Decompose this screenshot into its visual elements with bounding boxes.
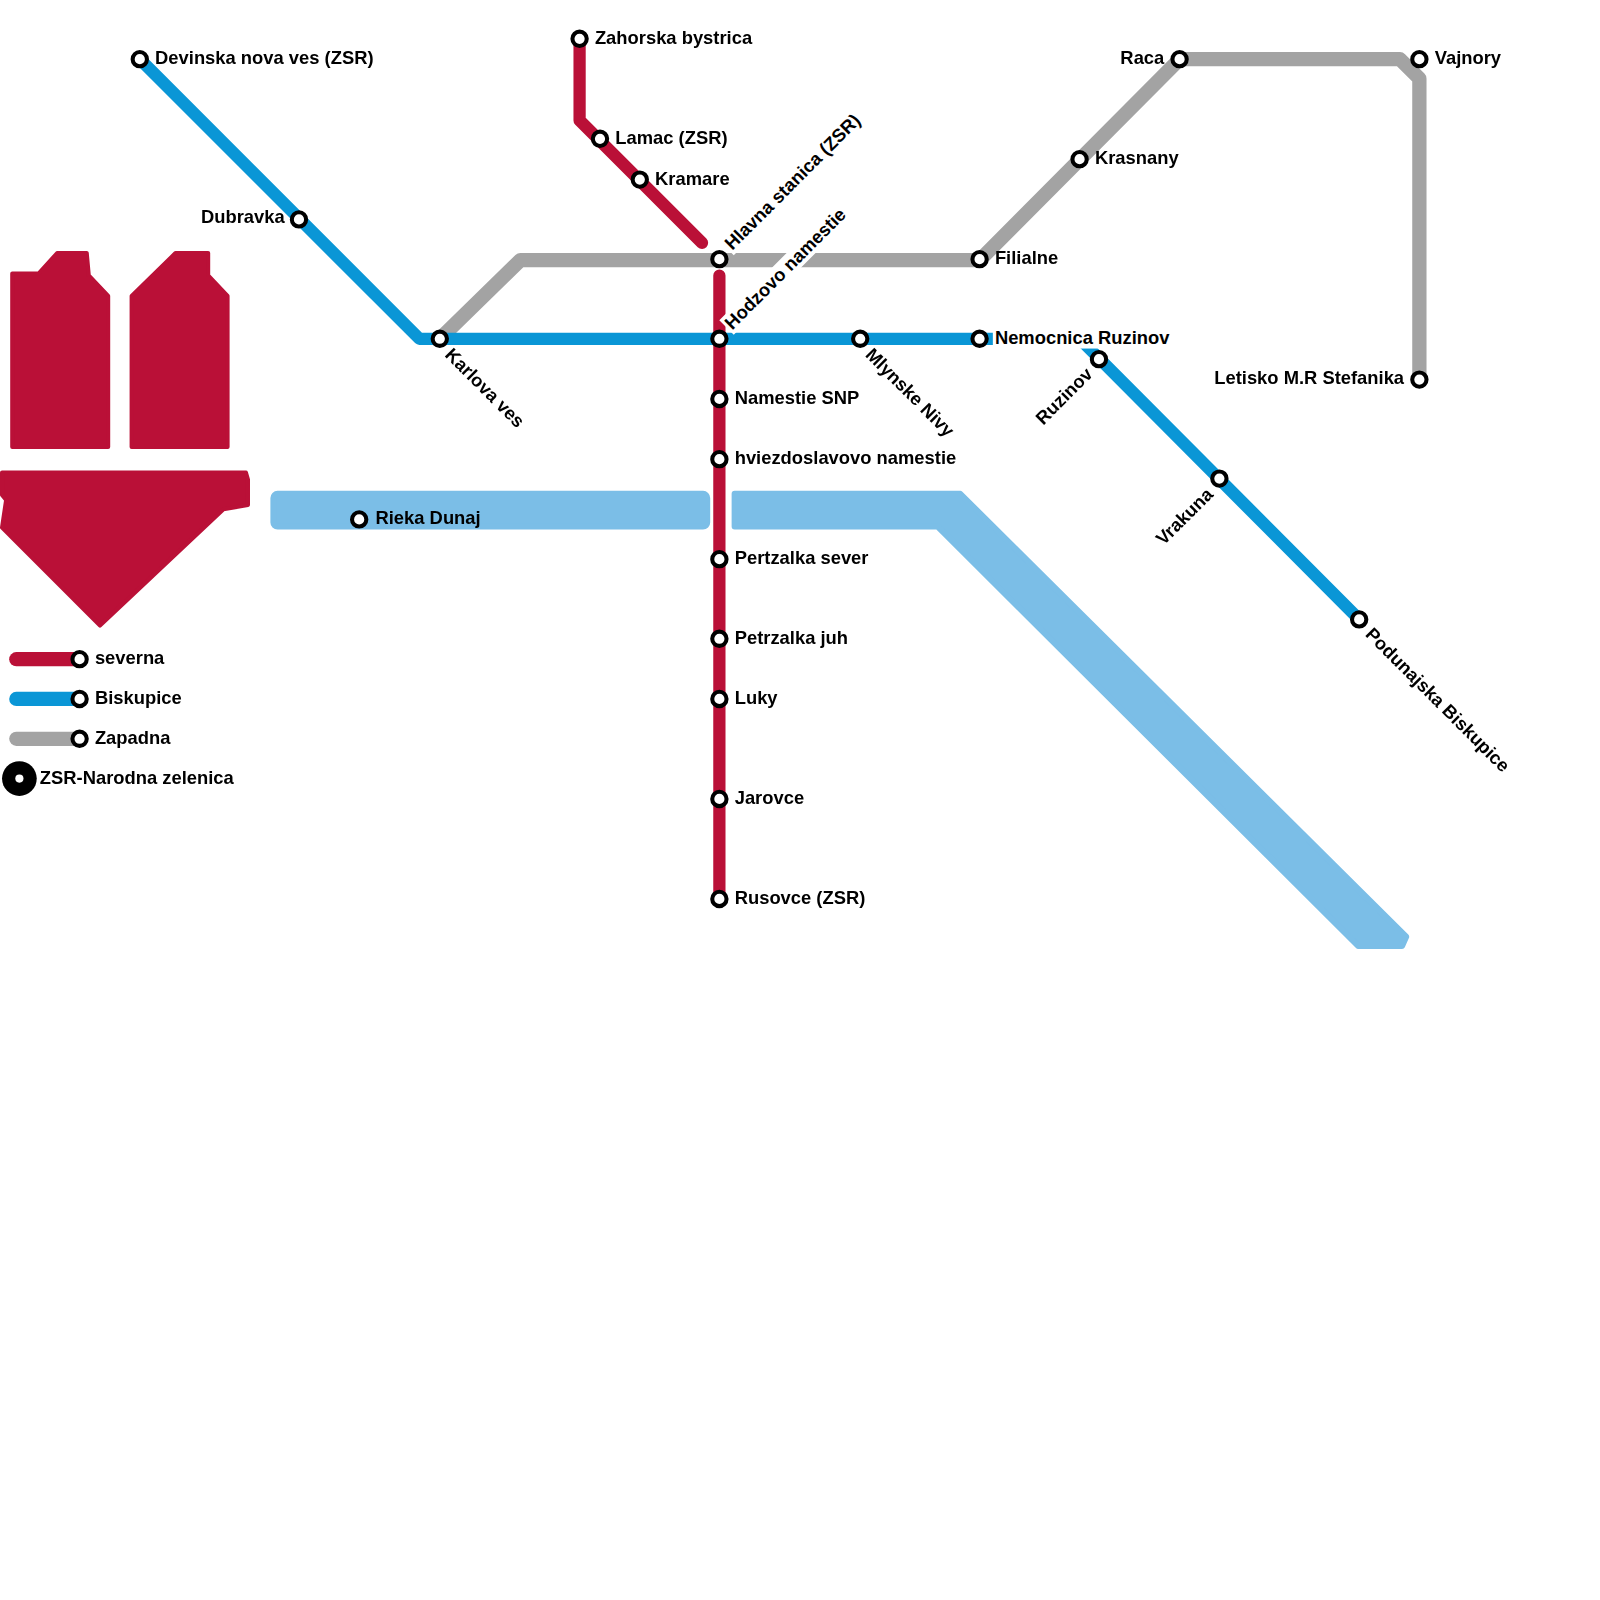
severna-line — [580, 39, 720, 899]
station-label: Hlavna stanica (ZSR) — [719, 109, 866, 256]
station-dot — [1072, 152, 1086, 166]
station-label: Jarovce — [733, 788, 807, 808]
station-dot — [292, 212, 306, 226]
station-dot — [972, 332, 986, 346]
station-label: Karlova ves — [440, 343, 530, 433]
legend-text: ZSR-Narodna zelenica — [38, 767, 236, 787]
station-label: Vajnory — [1433, 48, 1503, 68]
station-label: Ruzinov — [1030, 362, 1098, 430]
station-dot — [593, 132, 607, 146]
station-dot — [712, 552, 726, 566]
legend-dot — [72, 732, 86, 746]
zapadna-line — [440, 59, 1420, 379]
legend-interchange-symbol — [15, 774, 23, 782]
station-dot — [712, 632, 726, 646]
station-dot — [352, 512, 366, 526]
legend-dot — [72, 652, 86, 666]
station-label: Nemocnica Ruzinov — [993, 328, 1172, 348]
station-dot — [1412, 52, 1426, 66]
legend-text: Biskupice — [93, 688, 184, 708]
biskupice-line — [140, 59, 1359, 619]
station-label: Rieka Dunaj — [373, 508, 482, 528]
station-label: Petrzalka juh — [733, 628, 850, 648]
station-label: Rusovce (ZSR) — [733, 888, 868, 908]
station-dot — [712, 392, 726, 406]
station-label: hviezdoslavovo namestie — [733, 448, 959, 468]
station-dot — [1092, 352, 1106, 366]
station-label: Devinska nova ves (ZSR) — [153, 48, 376, 68]
legend-text: severna — [93, 648, 167, 668]
station-label: Krasnany — [1093, 148, 1181, 168]
legend-dot — [72, 692, 86, 706]
station-label: Letisko M.R Stefanika — [1212, 367, 1406, 387]
station-dot — [433, 332, 447, 346]
legend-interchange-symbol — [2, 761, 37, 796]
river — [273, 494, 1406, 946]
station-dot — [712, 792, 726, 806]
station-dot — [633, 172, 647, 186]
legend-swatch — [16, 692, 79, 706]
station-dot — [1172, 52, 1186, 66]
legend-text: Zapadna — [93, 728, 173, 748]
station-label: Lamac (ZSR) — [613, 128, 729, 148]
station-label: Dubravka — [199, 207, 287, 227]
station-dot — [712, 892, 726, 906]
station-dot — [572, 32, 586, 46]
station-dot — [712, 252, 726, 266]
city-logo — [2, 253, 248, 625]
station-label: Zahorska bystrica — [593, 28, 754, 48]
station-label: Namestie SNP — [733, 388, 862, 408]
station-dot — [1412, 372, 1426, 386]
station-dot — [712, 692, 726, 706]
station-dot — [712, 332, 726, 346]
station-label: Pertzalka sever — [733, 548, 871, 568]
station-dot — [712, 452, 726, 466]
station-label: Raca — [1118, 48, 1166, 68]
legend-swatch — [16, 732, 79, 746]
station-dot — [972, 252, 986, 266]
station-label: Podunajska Biskupice — [1360, 622, 1515, 777]
station-label: Filialne — [993, 248, 1060, 268]
station-dot — [853, 332, 867, 346]
legend-swatch — [16, 652, 79, 666]
station-dot — [1212, 471, 1226, 485]
station-label: Kramare — [653, 168, 732, 188]
station-dot — [133, 52, 147, 66]
station-label: Vrakuna — [1151, 483, 1219, 551]
station-dot — [1352, 612, 1366, 626]
station-label: Luky — [733, 688, 780, 708]
station-label: Mlynske Nivy — [860, 343, 960, 443]
